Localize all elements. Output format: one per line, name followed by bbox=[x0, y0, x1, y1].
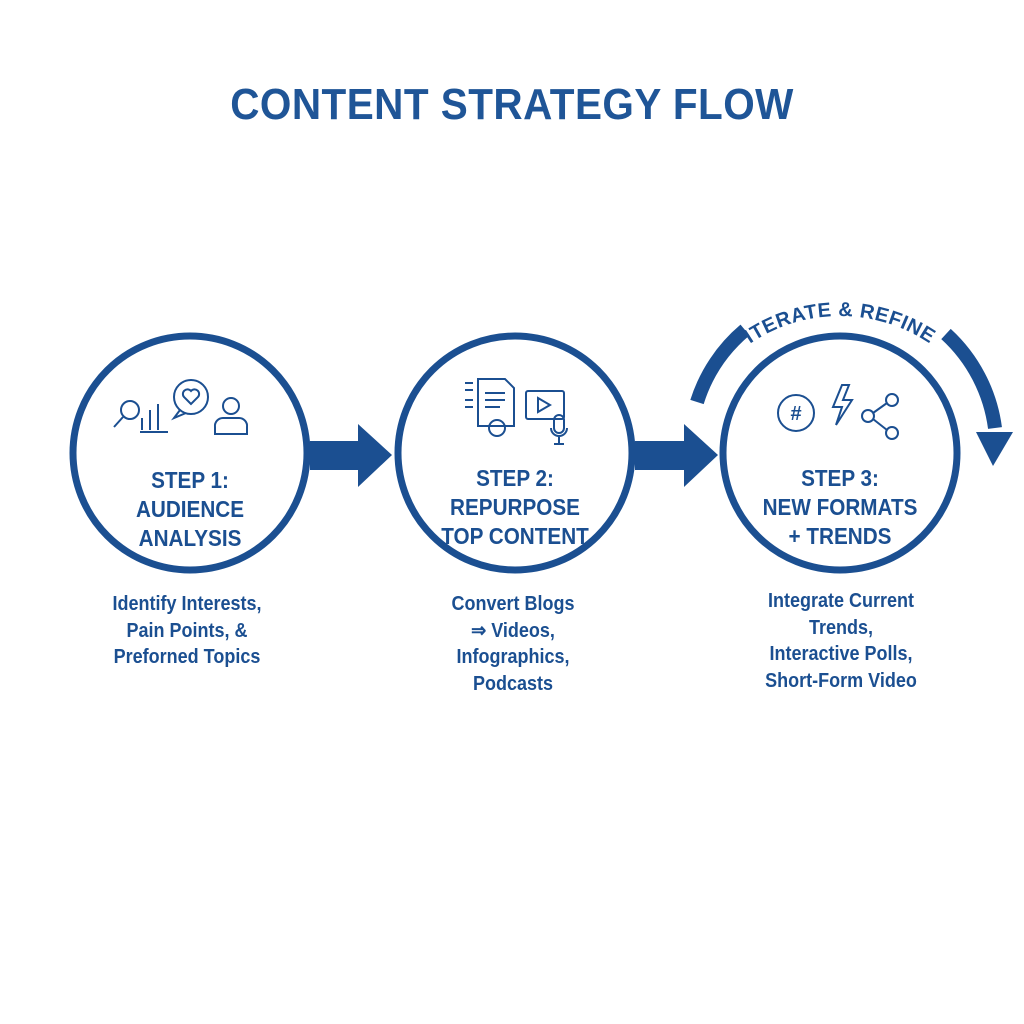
lightning-icon bbox=[831, 384, 854, 426]
step-2-title-line1: REPURPOSE bbox=[450, 494, 580, 520]
desc-line: Integrate Current bbox=[767, 590, 915, 612]
step-1-description: Identify Interests, Pain Points, & Prefo… bbox=[70, 591, 304, 671]
desc-line: Podcasts bbox=[472, 672, 554, 695]
step-3-number: STEP 3: bbox=[801, 465, 879, 491]
step-3-title-line1: NEW FORMATS bbox=[762, 494, 918, 520]
iterate-refine-label: ITERATE & REFINE bbox=[741, 299, 939, 348]
step-3-description: Integrate Current Trends, Interactive Po… bbox=[724, 588, 958, 694]
step-2-title-line2: TOP CONTENT bbox=[441, 523, 589, 549]
desc-line: Infographics, bbox=[456, 646, 570, 668]
desc-line: Short-Form Video bbox=[765, 669, 917, 692]
step-1-circle bbox=[69, 332, 311, 574]
step-2-icons bbox=[465, 378, 568, 445]
step-3-circle bbox=[719, 332, 961, 574]
step-2-number: STEP 2: bbox=[476, 465, 554, 491]
desc-line: Identify Interests, bbox=[112, 593, 262, 615]
step-2-description: Convert Blogs ⇒ Videos, Infographics, Po… bbox=[396, 591, 630, 697]
arrow-step1-to-step2 bbox=[310, 424, 392, 487]
microphone-icon bbox=[550, 414, 568, 445]
step-1-title-line2: ANALYSIS bbox=[138, 525, 242, 551]
magnifier-chart-icon bbox=[113, 400, 168, 433]
step-1-title-line1: AUDIENCE bbox=[135, 496, 245, 522]
step-3-title-line2: + TRENDS bbox=[788, 523, 892, 549]
step-2-circle bbox=[394, 332, 636, 574]
desc-line: Preforned Topics bbox=[113, 646, 261, 668]
step-1-icons bbox=[113, 379, 249, 435]
step-1-number: STEP 1: bbox=[151, 467, 229, 493]
iterate-loop-arrow bbox=[690, 324, 1013, 466]
heart-speech-bubble-icon bbox=[171, 379, 209, 421]
video-play-icon bbox=[525, 390, 565, 420]
step-1-label: STEP 1: AUDIENCE ANALYSIS bbox=[91, 466, 289, 553]
desc-line: Pain Points, & bbox=[126, 619, 248, 642]
page-title: CONTENT STRATEGY FLOW bbox=[230, 80, 794, 129]
arrow-step2-to-step3 bbox=[635, 424, 718, 487]
desc-line: ⇒ Videos, bbox=[471, 619, 555, 642]
step-2-label: STEP 2: REPURPOSE TOP CONTENT bbox=[416, 464, 614, 551]
step-3-icons: # bbox=[777, 384, 899, 440]
desc-line: Interactive Polls, bbox=[769, 643, 913, 665]
user-icon bbox=[213, 397, 249, 435]
hashtag-cycle-icon: # bbox=[777, 394, 815, 432]
step-3-label: STEP 3: NEW FORMATS + TRENDS bbox=[741, 464, 939, 551]
document-repurpose-icon bbox=[465, 378, 515, 437]
svg-text:#: # bbox=[790, 403, 801, 425]
svg-text:ITERATE & REFINE: ITERATE & REFINE bbox=[741, 299, 939, 348]
share-icon bbox=[861, 393, 899, 440]
desc-line: Trends, bbox=[808, 616, 874, 639]
desc-line: Convert Blogs bbox=[451, 593, 575, 615]
